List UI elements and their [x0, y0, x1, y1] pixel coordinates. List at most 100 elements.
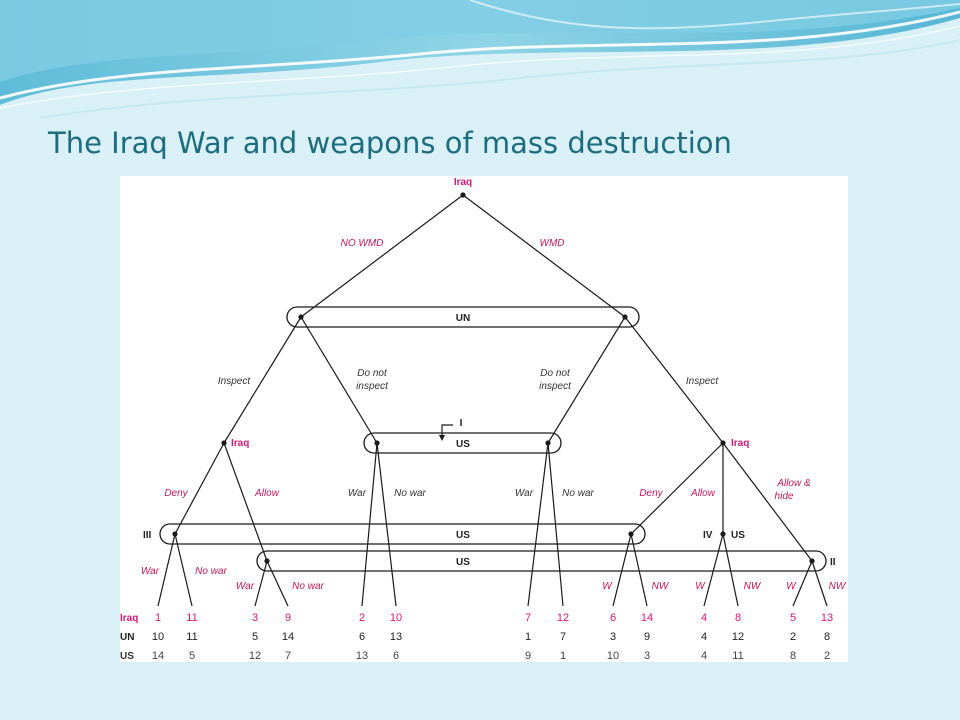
edge-w-2 — [703, 533, 724, 607]
move-nowar-a: No war — [394, 488, 426, 499]
payoff-un-2: 11 — [186, 631, 197, 643]
move-war-c: War — [141, 566, 160, 577]
edge-war-d — [254, 560, 268, 607]
payoff-iraq-9: 6 — [610, 612, 616, 624]
payoff-un-12: 12 — [732, 631, 744, 643]
payoff-iraq-4: 9 — [285, 612, 291, 624]
move-allow-hide-2: hide — [775, 491, 794, 502]
payoff-us-14: 2 — [824, 650, 830, 662]
move-w-1: W — [602, 581, 613, 592]
move-wmd: WMD — [540, 238, 565, 249]
payoff-row-label-us: US — [120, 651, 134, 662]
move-nw-2: NW — [744, 581, 762, 592]
edge-nw-2 — [722, 533, 739, 607]
us-information-set-ii — [256, 550, 827, 572]
iraq-left-label: Iraq — [231, 438, 249, 449]
payoff-iraq-12: 8 — [735, 612, 741, 624]
payoff-row-label-un: UN — [120, 632, 134, 643]
wave-banner — [0, 0, 960, 120]
move-allow-left: Allow — [254, 488, 280, 499]
edge-deny-right — [630, 442, 724, 535]
payoff-us-11: 4 — [701, 650, 707, 662]
roman-i-label: I — [460, 418, 463, 429]
move-nw-3: NW — [829, 581, 847, 592]
payoff-iraq-11: 4 — [701, 612, 707, 624]
edge-nowar-d — [266, 560, 289, 607]
move-inspect-right: Inspect — [686, 376, 719, 387]
edge-no-wmd — [300, 194, 464, 318]
payoff-us-10: 3 — [644, 650, 650, 662]
payoff-iraq-3: 3 — [252, 612, 258, 624]
game-tree-diagram: Iraq NO WMD WMD UN Inspect Do not inspec… — [120, 177, 847, 662]
payoff-un-1: 10 — [152, 631, 164, 643]
slide-title: The Iraq War and weapons of mass destruc… — [48, 126, 732, 160]
payoff-un-13: 2 — [790, 631, 796, 643]
move-war-d: War — [236, 581, 255, 592]
payoff-us-3: 12 — [249, 650, 261, 662]
edge-nowar-c — [174, 533, 193, 607]
move-nowar-b: No war — [562, 488, 594, 499]
us-mid-label: US — [456, 439, 470, 450]
payoff-us-12: 11 — [732, 650, 743, 662]
payoff-us-1: 14 — [152, 650, 164, 662]
un-information-set — [286, 306, 640, 328]
edge-wmd — [462, 194, 626, 318]
game-tree-panel: Iraq NO WMD WMD UN Inspect Do not inspec… — [120, 176, 848, 662]
roman-ii-label: II — [830, 557, 836, 568]
payoff-us-5: 13 — [356, 650, 368, 662]
move-do-not-inspect-left-2: inspect — [356, 381, 389, 392]
un-label: UN — [456, 313, 470, 324]
payoff-un-3: 5 — [252, 631, 258, 643]
move-war-a: War — [348, 488, 367, 499]
edge-nw-3 — [811, 560, 828, 607]
payoff-row-label-iraq: Iraq — [120, 613, 138, 624]
move-do-not-inspect-left-1: Do not — [357, 368, 388, 379]
payoff-un-11: 4 — [701, 631, 707, 643]
payoff-table: 1101411115351291472613101367191271631014… — [152, 612, 833, 662]
edge-allow-hide — [722, 442, 813, 562]
payoff-iraq-5: 2 — [359, 612, 365, 624]
edge-inspect-right — [624, 316, 724, 444]
payoff-un-10: 9 — [644, 631, 650, 643]
payoff-us-6: 6 — [393, 650, 399, 662]
payoff-iraq-14: 13 — [821, 612, 833, 624]
us-iv-label: US — [731, 530, 745, 541]
move-inspect-left: Inspect — [218, 376, 251, 387]
payoff-us-4: 7 — [285, 650, 291, 662]
roman-i-pointer — [441, 424, 453, 438]
move-war-b: War — [515, 488, 534, 499]
payoff-us-2: 5 — [189, 650, 195, 662]
payoff-iraq-7: 7 — [525, 612, 531, 624]
move-deny-left: Deny — [164, 488, 188, 499]
edge-nw-1 — [630, 533, 648, 607]
us-upper-label: US — [456, 530, 470, 541]
move-do-not-inspect-right-1: Do not — [540, 368, 571, 379]
payoff-un-14: 8 — [824, 631, 830, 643]
payoff-un-5: 6 — [359, 631, 365, 643]
roman-iv-label: IV — [703, 530, 713, 541]
iraq-right-label: Iraq — [731, 438, 749, 449]
payoff-iraq-10: 14 — [641, 612, 653, 624]
move-nowar-d: No war — [292, 581, 324, 592]
edge-inspect-left — [223, 316, 302, 444]
payoff-us-8: 1 — [560, 650, 566, 662]
payoff-iraq-8: 12 — [557, 612, 569, 624]
payoff-iraq-1: 1 — [155, 612, 161, 624]
edge-war-c — [157, 533, 176, 607]
edge-deny-left — [174, 442, 225, 535]
move-no-wmd: NO WMD — [341, 238, 384, 249]
roman-i-arrowhead — [439, 435, 445, 441]
move-nw-1: NW — [652, 581, 670, 592]
move-do-not-inspect-right-2: inspect — [539, 381, 572, 392]
roman-iii-label: III — [143, 530, 152, 541]
move-w-3: W — [786, 581, 797, 592]
us-information-set-i — [363, 432, 562, 454]
payoff-iraq-13: 5 — [790, 612, 796, 624]
root-player-label: Iraq — [454, 177, 472, 188]
payoff-iraq-2: 11 — [186, 612, 197, 624]
edge-w-1 — [612, 533, 632, 607]
us-lower-label: US — [456, 557, 470, 568]
payoff-un-4: 14 — [282, 631, 294, 643]
move-allow-hide-1: Allow & — [776, 478, 811, 489]
us-information-set-iii — [159, 523, 646, 545]
